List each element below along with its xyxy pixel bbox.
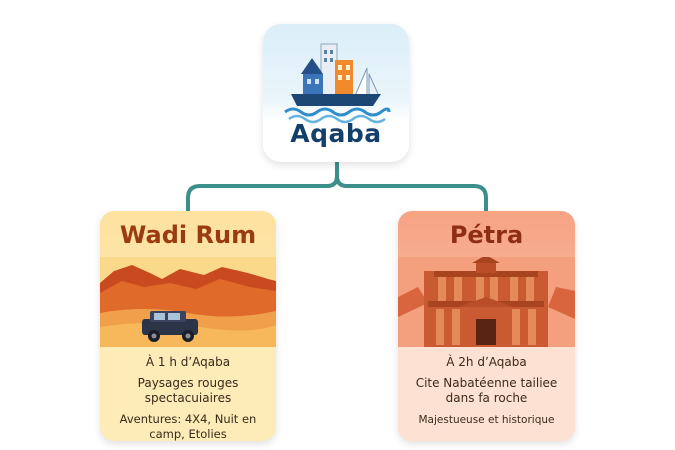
wadi-rum-title: Wadi Rum: [119, 221, 257, 249]
harbor-city-icon: [284, 43, 391, 124]
hub-title: Aqaba: [290, 119, 382, 148]
wadi-rum-info: À 1 h d’Aqaba Paysages rouges spectacuia…: [100, 347, 276, 441]
petra-card: Pétra À 2h d’Aqaba Cite Nabatéenne taili…: [398, 211, 575, 441]
treasury-temple-icon: [398, 257, 575, 349]
wadi-rum-description: Paysages rouges spectacuiaires: [137, 376, 239, 405]
petra-info: À 2h d’Aqaba Cite Nabatéenne tailiee dan…: [398, 347, 575, 441]
petra-title: Pétra: [449, 221, 524, 249]
petra-highlight: Majestueuse et historique: [418, 414, 555, 426]
aqaba-hub: Aqaba: [263, 24, 409, 162]
petra-distance: À 2h d’Aqaba: [446, 355, 527, 369]
wadi-rum-card: Wadi Rum À 1 h d’Aqaba Paysages rouges s…: [100, 211, 276, 441]
desert-jeep-icon: [100, 257, 276, 349]
petra-description: Cite Nabatéenne tailiee dans fa roche: [415, 376, 558, 405]
wadi-rum-distance: À 1 h d’Aqaba: [145, 355, 231, 369]
wadi-rum-activities: Aventures: 4X4, Nuit en camp, Etolies: [119, 412, 257, 441]
